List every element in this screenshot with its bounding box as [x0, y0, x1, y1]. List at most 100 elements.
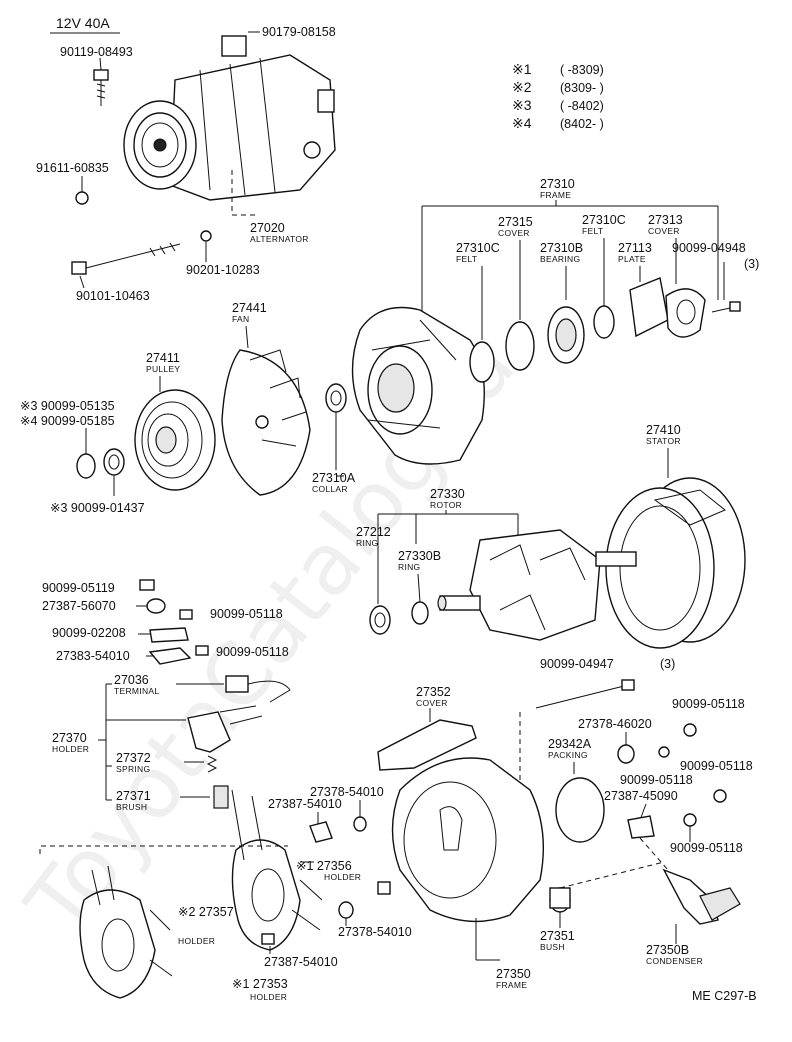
- label-27383-54010: 27383-54010: [56, 649, 130, 663]
- label-90099-04947: 90099-04947: [540, 657, 614, 671]
- label-27310c-b: 27310C: [582, 213, 626, 227]
- label-90099-05119: 90099-05119: [42, 581, 115, 595]
- ring-27330b: [411, 601, 429, 625]
- name-27330: ROTOR: [430, 500, 462, 510]
- label-90099-05118-a: 90099-05118: [210, 607, 283, 621]
- name-27356: HOLDER: [324, 872, 361, 882]
- bolt-90119: [93, 69, 109, 106]
- label-27356: ※1 27356: [296, 859, 352, 873]
- label-27387-56070: 27387-56070: [42, 599, 116, 613]
- label-27315: 27315: [498, 215, 533, 229]
- label-90099-02208: 90099-02208: [52, 626, 126, 640]
- legend-mark-3: ※3: [512, 97, 532, 113]
- cover-27313: [665, 288, 706, 338]
- legend-range-2: (8309- ): [560, 81, 604, 95]
- label-27020: 27020: [250, 221, 285, 235]
- legend-mark-4: ※4: [512, 115, 532, 131]
- collar-27310a: [325, 383, 347, 413]
- name-27310b: BEARING: [540, 254, 580, 264]
- nut-90099-05118-f: [683, 813, 697, 827]
- name-27315: COVER: [498, 228, 530, 238]
- felt-27310c-b: [593, 305, 615, 339]
- bush-27351: [549, 887, 571, 913]
- name-27212: RING: [356, 538, 378, 548]
- name-27036: TERMINAL: [114, 686, 159, 696]
- name-27352: COVER: [416, 698, 448, 708]
- insulator-27387-54010-a: [309, 821, 333, 843]
- name-27310a: COLLAR: [312, 484, 348, 494]
- label-90099-05118-d: 90099-05118: [680, 759, 753, 773]
- label-90119-08493: 90119-08493: [60, 45, 133, 59]
- label-90099-05118-c: 90099-05118: [672, 697, 745, 711]
- label-27378-54010-a: 27378-54010: [310, 785, 384, 799]
- frame-27310-drawing: [351, 306, 485, 465]
- frame-27350: [391, 757, 544, 923]
- label-27387-54010-b: 27387-54010: [264, 955, 338, 969]
- spring-27372: [206, 755, 218, 773]
- nut-holder: [377, 881, 391, 895]
- name-29342a: PACKING: [548, 750, 588, 760]
- name-27371: BRUSH: [116, 802, 147, 812]
- cover-27352: [377, 719, 477, 771]
- name-27350b: CONDENSER: [646, 956, 703, 966]
- qty-90099-04947: (3): [660, 657, 675, 671]
- label-27387-54010-a: 27387-54010: [268, 797, 342, 811]
- diagram-code: ME C297-B: [692, 989, 757, 1003]
- fan-27441: [221, 349, 311, 496]
- insulator-27387-45090: [627, 815, 655, 839]
- bolt-90101: [71, 242, 181, 275]
- name-27020: ALTERNATOR: [250, 234, 309, 244]
- terminal-27036: [225, 675, 291, 703]
- bush-27378-54010-b: [338, 901, 354, 919]
- label-90099-05118-f: 90099-05118: [670, 841, 743, 855]
- label-27113: 27113: [618, 241, 652, 255]
- rotor-27330: [437, 529, 637, 641]
- name-27357: HOLDER: [178, 936, 215, 946]
- label-90099-04948: 90099-04948: [672, 241, 746, 255]
- label-27357: ※2 27357: [178, 905, 234, 919]
- label-27378-54010-b: 27378-54010: [338, 925, 412, 939]
- name-27441: FAN: [232, 314, 249, 324]
- name-27310c-a: FELT: [456, 254, 477, 264]
- name-27113: PLATE: [618, 254, 646, 264]
- name-27372: SPRING: [116, 764, 150, 774]
- holder-27357: [39, 845, 288, 999]
- label-27310: 27310: [540, 177, 575, 191]
- condenser-27350b: [662, 868, 741, 925]
- name-27410: STATOR: [646, 436, 681, 446]
- label-90179-08158: 90179-08158: [262, 25, 336, 39]
- felt-27310c-a: [469, 341, 495, 383]
- spec-label: 12V 40A: [56, 15, 110, 31]
- label-27410: 27410: [646, 423, 681, 437]
- label-27350b: 27350B: [646, 943, 689, 957]
- label-27310b: 27310B: [540, 241, 583, 255]
- label-29342a: 29342A: [548, 737, 592, 751]
- label-27330: 27330: [430, 487, 465, 501]
- bearing-27310b: [547, 306, 585, 364]
- bush-27378-54010-a: [353, 816, 367, 832]
- name-27330b: RING: [398, 562, 420, 572]
- legend-range-1: ( -8309): [560, 63, 604, 77]
- stator-27410: [605, 477, 746, 649]
- qty-90099-04948: (3): [744, 257, 759, 271]
- screw-90099-04948: [711, 301, 741, 313]
- holder-27370: [187, 705, 263, 753]
- label-90099-05185: ※4 90099-05185: [20, 414, 115, 428]
- label-27352: 27352: [416, 685, 451, 699]
- label-27353: ※1 27353: [232, 977, 288, 991]
- label-27351: 27351: [540, 929, 575, 943]
- legend-mark-1: ※1: [512, 61, 532, 77]
- label-90201-10283: 90201-10283: [186, 263, 260, 277]
- label-27330b: 27330B: [398, 549, 441, 563]
- hardware-column: [139, 579, 209, 665]
- label-27310c-a: 27310C: [456, 241, 500, 255]
- label-27387-45090: 27387-45090: [604, 789, 678, 803]
- name-27353: HOLDER: [250, 992, 287, 1002]
- label-27310a: 27310A: [312, 471, 356, 485]
- nut-90099-05118-d: [658, 746, 670, 758]
- label-27372: 27372: [116, 751, 151, 765]
- ring-27212: [369, 605, 391, 635]
- nut-90099-05118-c: [683, 723, 697, 737]
- nut-90099-05118-e: [713, 789, 727, 803]
